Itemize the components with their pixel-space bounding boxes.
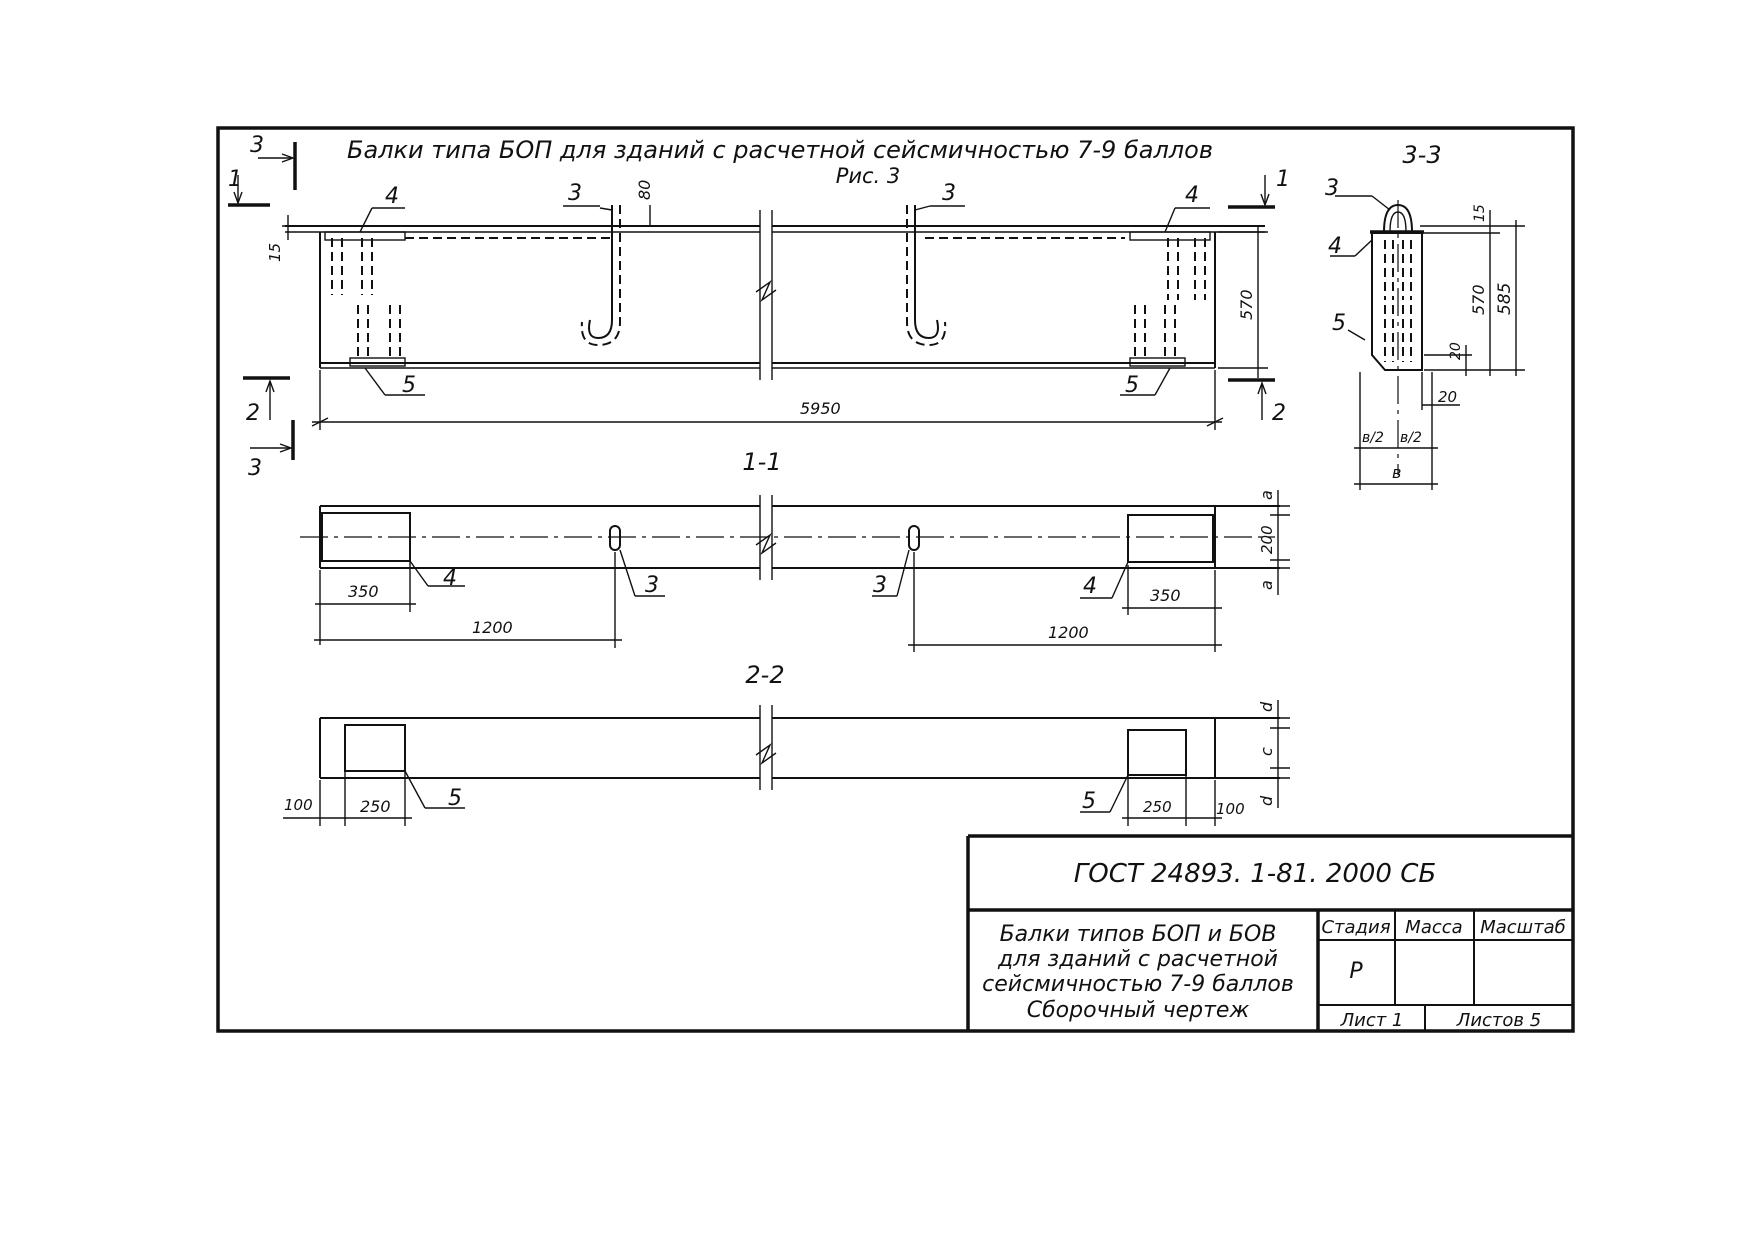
section-title-2-2: 2-2 [745, 661, 784, 689]
svg-text:3: 3 [248, 456, 262, 481]
svg-text:3: 3 [1325, 176, 1339, 201]
svg-text:1200: 1200 [1048, 623, 1089, 642]
section-title-1-1: 1-1 [742, 448, 781, 476]
dimensions-main: 15 80 570 5950 [266, 180, 1268, 430]
svg-text:350: 350 [1150, 586, 1181, 605]
svg-text:20: 20 [1448, 342, 1464, 360]
svg-text:a: a [1257, 490, 1276, 500]
svg-text:a: a [1257, 580, 1276, 590]
svg-text:в/2: в/2 [1362, 430, 1384, 446]
stage-value: Р [1349, 959, 1363, 984]
drawing-name-line-3: сейсмичностью 7-9 баллов [982, 972, 1294, 997]
svg-text:5: 5 [402, 373, 416, 398]
svg-text:3: 3 [942, 181, 956, 206]
svg-text:585: 585 [1495, 283, 1515, 315]
stage-header: Стадия [1321, 917, 1390, 938]
drawing-title: Балки типа БОП для зданий с расчетной се… [347, 136, 1213, 164]
svg-text:в/2: в/2 [1400, 430, 1422, 446]
svg-text:4: 4 [1185, 183, 1199, 208]
svg-text:d: d [1257, 701, 1276, 712]
sheets-total: Листов 5 [1456, 1010, 1541, 1031]
drawing-name-line-2: для зданий с расчетной [997, 947, 1278, 972]
svg-text:5: 5 [1332, 311, 1346, 336]
svg-text:5: 5 [1125, 373, 1139, 398]
svg-text:80: 80 [635, 180, 654, 200]
svg-text:100: 100 [284, 796, 313, 814]
beam-elevation [285, 205, 1265, 380]
figure-label: Рис. 3 [836, 164, 901, 188]
svg-text:1: 1 [228, 167, 242, 192]
lifting-loop-right [914, 205, 939, 340]
svg-text:2: 2 [1272, 401, 1286, 426]
svg-text:250: 250 [360, 797, 391, 816]
svg-text:5950: 5950 [800, 399, 841, 418]
svg-text:250: 250 [1143, 798, 1172, 816]
lifting-loop-left [588, 205, 613, 340]
svg-text:4: 4 [443, 566, 457, 591]
section-title-3-3: 3-3 [1402, 141, 1441, 169]
svg-text:100: 100 [1216, 800, 1245, 818]
svg-text:2: 2 [246, 401, 260, 426]
svg-text:3: 3 [568, 181, 582, 206]
svg-text:3: 3 [250, 133, 264, 158]
svg-text:1: 1 [1276, 167, 1290, 192]
title-block: ГОСТ 24893. 1-81. 2000 СБ Балки типов БО… [966, 834, 1573, 1031]
section-3-3-cross: 3 4 5 15 570 585 20 20 в/2 в/2 в [1325, 176, 1525, 490]
svg-text:d: d [1257, 795, 1276, 806]
svg-text:4: 4 [1083, 574, 1097, 599]
section-1-1-plan: 4 3 3 4 350 1200 350 1200 a 200 a [300, 490, 1290, 652]
svg-text:570: 570 [1469, 284, 1488, 315]
svg-text:15: 15 [1472, 204, 1488, 222]
drawing-name-line-4: Сборочный чертеж [1027, 998, 1250, 1023]
svg-text:c: c [1257, 747, 1276, 756]
callouts-main: 4 3 3 4 5 5 [359, 181, 1210, 398]
document-code: ГОСТ 24893. 1-81. 2000 СБ [1074, 859, 1436, 889]
svg-text:20: 20 [1438, 388, 1457, 406]
drawing-name-line-1: Балки типов БОП и БОВ [1000, 922, 1277, 947]
svg-text:15: 15 [266, 243, 284, 262]
svg-text:570: 570 [1237, 289, 1256, 320]
svg-text:350: 350 [348, 582, 379, 601]
section-marks-main: 1 3 1 2 3 2 [228, 133, 1290, 481]
scale-header: Масштаб [1480, 917, 1566, 938]
svg-text:1200: 1200 [472, 618, 513, 637]
mass-header: Масса [1405, 917, 1462, 938]
drawing-frame [216, 126, 1575, 1033]
svg-text:3: 3 [645, 573, 659, 598]
svg-text:5: 5 [448, 786, 462, 811]
sheet-number: Лист 1 [1340, 1010, 1404, 1031]
svg-text:4: 4 [1328, 234, 1342, 259]
svg-text:4: 4 [385, 184, 399, 209]
svg-text:200: 200 [1258, 525, 1276, 554]
svg-text:5: 5 [1082, 789, 1096, 814]
svg-text:в: в [1392, 463, 1401, 482]
svg-text:3: 3 [873, 573, 887, 598]
section-2-2-plan: 5 5 100 250 250 100 d c d [283, 700, 1290, 826]
